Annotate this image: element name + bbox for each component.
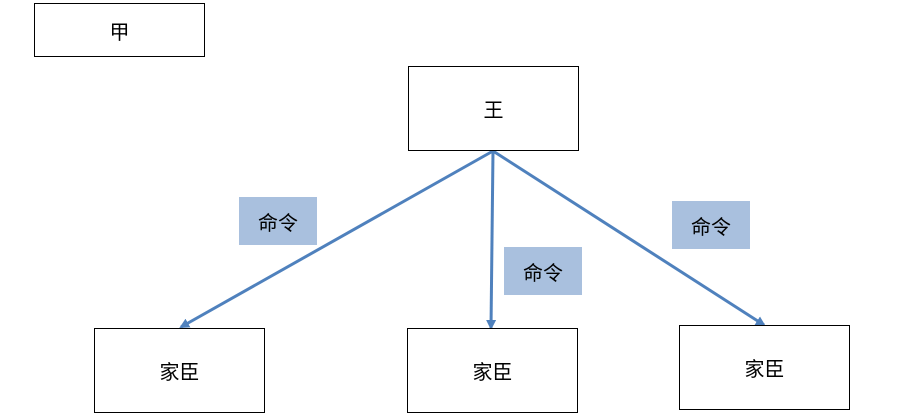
vassal-text-center: 家臣 bbox=[472, 360, 513, 384]
command-label-center: 命令 bbox=[504, 247, 582, 295]
arrow-to-vassal-left bbox=[179, 149, 494, 329]
vassal-box-right: 家臣 bbox=[679, 325, 850, 410]
command-text-center: 命令 bbox=[523, 260, 563, 285]
king-text: 王 bbox=[483, 98, 504, 122]
command-label-left: 命令 bbox=[239, 197, 317, 245]
vassal-box-left: 家臣 bbox=[94, 328, 265, 413]
command-label-right: 命令 bbox=[672, 201, 750, 249]
vassal-text-left: 家臣 bbox=[159, 360, 200, 384]
vassal-box-center: 家臣 bbox=[407, 328, 578, 413]
command-text-right: 命令 bbox=[691, 214, 731, 239]
vassal-text-right: 家臣 bbox=[744, 357, 785, 381]
command-text-left: 命令 bbox=[258, 210, 298, 235]
corner-label-box: 甲 bbox=[34, 3, 205, 57]
arrow-to-vassal-center bbox=[486, 150, 497, 330]
arrow-to-vassal-right bbox=[492, 149, 766, 327]
corner-label-text: 甲 bbox=[109, 19, 130, 44]
king-box: 王 bbox=[408, 66, 579, 151]
